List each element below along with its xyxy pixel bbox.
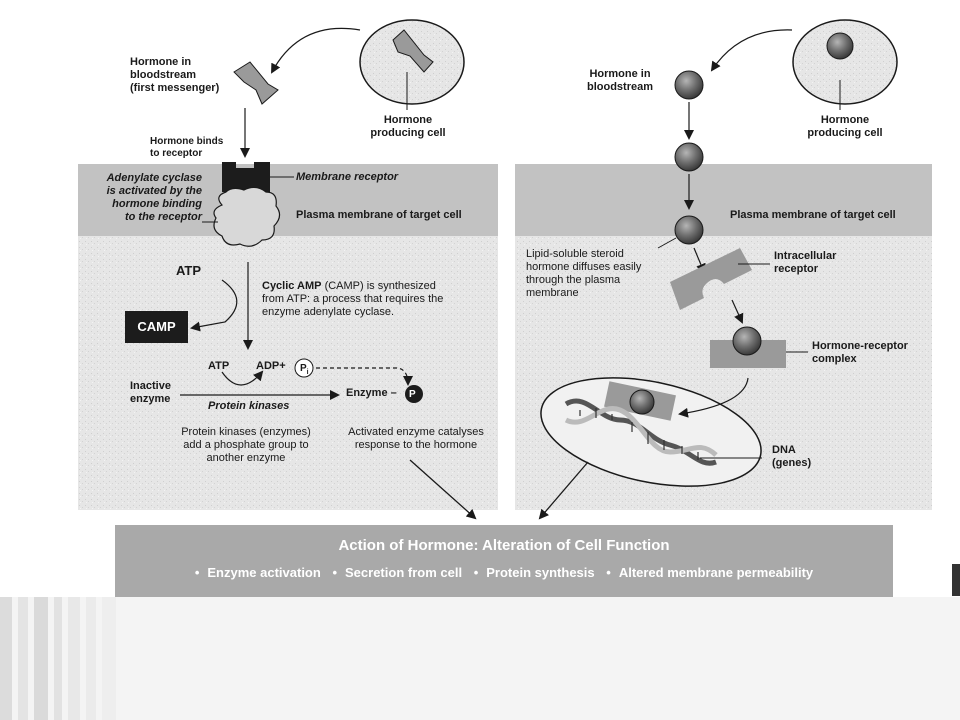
cyclic-amp-description: Cyclic AMP (CAMP) is synthesized from AT… [262, 280, 443, 319]
steroid-hormone-1 [674, 70, 704, 100]
stripe [68, 597, 80, 720]
right-plasma-membrane-label: Plasma membrane of target cell [730, 209, 896, 221]
dna-strand-b [564, 406, 718, 457]
action-item-membrane-permeability: Altered membrane permeability [618, 565, 814, 580]
dna-label: DNA (genes) [772, 444, 812, 469]
pi-label: Pi [300, 362, 309, 379]
left-producing-cell [359, 19, 465, 105]
action-bullet-1: • [194, 565, 200, 580]
cyclic-amp-text: (CAMP) is synthesized from ATP: a proces… [262, 280, 444, 318]
intracellular-receptor-shape [670, 248, 752, 310]
left-plasma-membrane-label: Plasma membrane of target cell [296, 209, 462, 221]
left-producing-cell-label: Hormone producing cell [370, 114, 446, 139]
right-hormone-bloodstream-label: Hormone in bloodstream [586, 68, 653, 93]
left-hormone-bloodstream-label: Hormone in bloodstream (first messenger) [130, 56, 220, 94]
pi-subscript: i [306, 369, 309, 376]
adp-label: ADP+ [256, 360, 286, 372]
p-symbol: P [409, 389, 416, 400]
action-bullet-3: • [473, 565, 479, 580]
right-membrane-band [515, 164, 932, 236]
action-item-enzyme-activation: Enzyme activation [207, 565, 321, 580]
stripe [86, 597, 96, 720]
action-list: •Enzyme activation •Secretion from cell … [115, 565, 893, 580]
membrane-receptor-shape [222, 162, 270, 192]
membrane-receptor-label: Membrane receptor [296, 171, 399, 183]
lipid-soluble-label: Lipid-soluble steroid hormone diffuses e… [526, 248, 642, 299]
protein-kinases-label: Protein kinases [208, 400, 290, 412]
action-of-hormone-box: Action of Hormone: Alteration of Cell Fu… [115, 525, 893, 597]
intracellular-receptor-label: Intracellular receptor [774, 250, 837, 275]
bottom-band [0, 597, 960, 720]
atp2-label: ATP [208, 360, 230, 372]
cyclic-amp-term: Cyclic AMP [262, 280, 322, 292]
action-item-protein-synthesis: Protein synthesis [486, 565, 595, 580]
stripe [102, 597, 116, 720]
stripe [34, 597, 48, 720]
pi-symbol: P [300, 363, 307, 374]
right-producing-cell-label: Hormone producing cell [807, 114, 883, 139]
steroid-hormone-2 [674, 142, 704, 172]
stripe [0, 597, 12, 720]
stripe [18, 597, 28, 720]
enzyme-p-label: Enzyme – [346, 387, 397, 399]
left-membrane-band [78, 164, 498, 236]
adenylate-cyclase-label: Adenylate cyclase is activated by the ho… [106, 172, 202, 223]
stripe [54, 597, 62, 720]
camp-box: CAMP [125, 311, 188, 343]
action-title: Action of Hormone: Alteration of Cell Fu… [338, 537, 670, 554]
action-bullet-2: • [332, 565, 338, 580]
activated-enzyme-description: Activated enzyme catalyses response to t… [348, 426, 484, 451]
hormone-in-bloodstream-shape [233, 61, 279, 105]
action-bullet-4: • [606, 565, 611, 580]
protein-kinases-description: Protein kinases (enzymes) add a phosphat… [181, 426, 311, 464]
atp-label: ATP [176, 263, 202, 278]
right-producing-cell [792, 19, 898, 105]
slide-edge-tab [952, 564, 960, 596]
inactive-enzyme-label: Inactive enzyme [130, 380, 171, 405]
steroid-hormone-3 [674, 215, 704, 245]
action-item-secretion: Secretion from cell [345, 565, 463, 580]
hormone-binds-label: Hormone binds to receptor [150, 136, 224, 159]
hormone-receptor-complex-label: Hormone-receptor complex [812, 340, 908, 365]
adenylate-cyclase-shape [213, 186, 281, 247]
left-hormone-in-cell [392, 29, 434, 73]
